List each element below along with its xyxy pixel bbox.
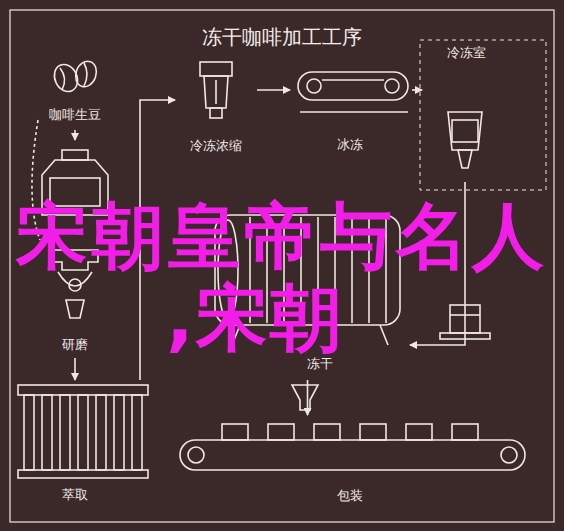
column: [24, 395, 34, 470]
step-label: 冰冻: [335, 136, 365, 154]
watermark-text: 宋朝皇帝与名人: [16, 200, 548, 272]
conveyor-freeze: [298, 72, 408, 112]
column: [132, 395, 142, 470]
step-label: 咖啡生豆: [47, 106, 103, 124]
step-label: 冻干: [305, 355, 335, 373]
package: [222, 424, 248, 440]
column: [42, 395, 52, 470]
beans-icon: [50, 58, 100, 95]
process-step: 咖啡生豆: [30, 48, 120, 130]
flow-arrow: [74, 130, 76, 140]
flow-arrow: [74, 358, 76, 380]
watermark-text: ,宋朝: [166, 282, 343, 354]
process-step: 冷冻浓缩: [175, 55, 257, 155]
package: [360, 424, 386, 440]
process-step: 萃取: [15, 380, 150, 505]
column: [78, 395, 88, 470]
step-label: 萃取: [60, 486, 90, 504]
package: [314, 424, 340, 440]
package: [406, 424, 432, 440]
freezer-room: [420, 40, 546, 190]
concentrator-icon: [200, 62, 232, 118]
step-label: 冷冻室: [445, 44, 488, 62]
flow-arrow: [257, 89, 290, 91]
frame: [10, 10, 554, 522]
conveyor-pack: [180, 424, 525, 470]
flow-arrow: [412, 89, 422, 91]
process-step: 冰冻: [290, 62, 412, 154]
funnel: [292, 385, 318, 410]
package: [268, 424, 294, 440]
package: [452, 424, 478, 440]
step-label: 冷冻浓缩: [188, 137, 244, 155]
column: [114, 395, 124, 470]
step-label: 包装: [335, 487, 365, 505]
flow-arrow: [307, 380, 309, 415]
extraction-columns: [18, 385, 148, 478]
step-label: 研磨: [60, 336, 90, 354]
column: [96, 395, 106, 470]
process-step: 冷冻室: [422, 42, 510, 182]
column: [60, 395, 70, 470]
process-step: 包装: [175, 415, 535, 507]
